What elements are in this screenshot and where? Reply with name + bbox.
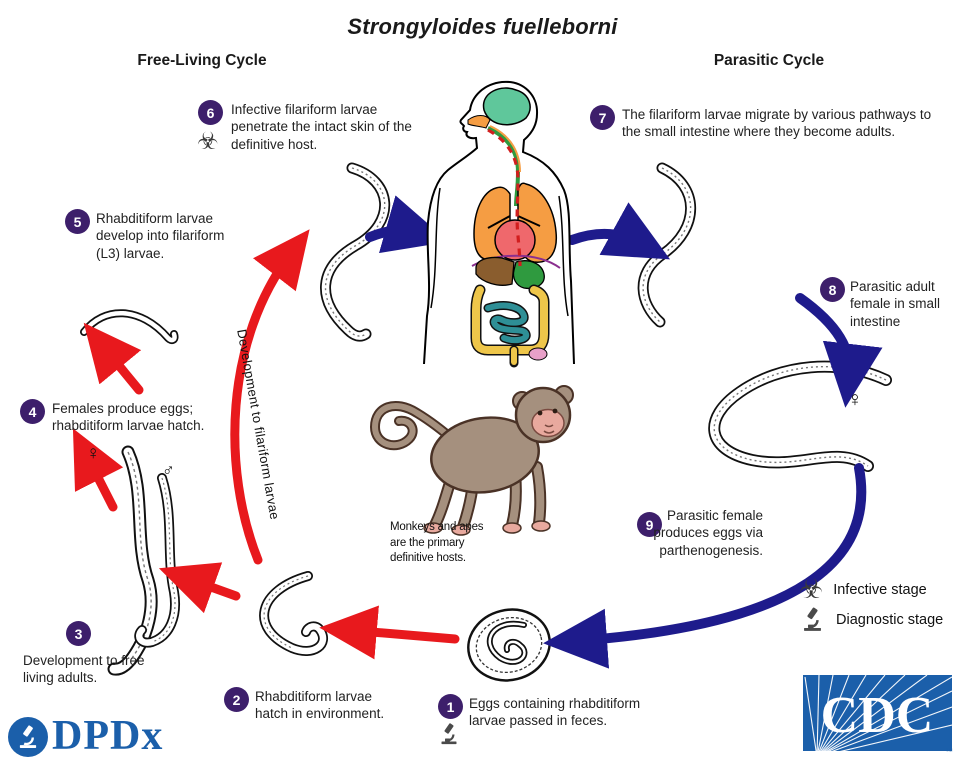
step-9-badge: 9	[637, 512, 662, 537]
legend-diagnostic: Diagnostic stage	[799, 606, 943, 633]
red-arrow-step4-to-step5	[83, 322, 144, 395]
step-9-text: Parasitic female produces eggs via parth…	[653, 508, 763, 558]
blue-arrow-larva-to-human	[365, 195, 449, 254]
step-6-badge: 6	[198, 100, 223, 125]
legend-infective: ☣ Infective stage	[799, 576, 927, 603]
step-3-badge: 3	[66, 621, 91, 646]
step-7-badge: 7	[590, 105, 615, 130]
egg-with-larva	[467, 608, 551, 682]
male-symbol: ♂	[162, 461, 175, 480]
free-living-cycle-header: Free-Living Cycle	[137, 52, 267, 69]
human-torso-illustration	[423, 80, 575, 368]
free-living-male-worm	[134, 473, 180, 648]
dpdx-wordmark: DPDx	[52, 713, 164, 760]
dpdx-microscope-icon	[8, 717, 48, 757]
step-8-text: Parasitic adult female in small intestin…	[850, 279, 941, 329]
filariform-larva-step6	[320, 162, 391, 342]
blue-arrow-human-to-step7	[567, 202, 671, 260]
blue-arrow-step7-to-step8	[795, 293, 883, 408]
blue-arrow-step8-to-egg	[543, 463, 867, 669]
step-4-text: Females produce eggs; rhabditiform larva…	[52, 401, 205, 434]
rhabditiform-larva-step2	[259, 571, 328, 656]
svg-text:CDC: CDC	[821, 687, 934, 744]
free-living-female-worm	[107, 445, 158, 676]
step-8-badge: 8	[820, 277, 845, 302]
cdc-trademark: ™	[945, 747, 953, 756]
microscope-icon	[437, 722, 461, 751]
legend-diagnostic-label: Diagnostic stage	[836, 611, 944, 628]
red-arrow-development-to-filariform	[230, 229, 310, 565]
parasitic-cycle-header: Parasitic Cycle	[713, 52, 825, 69]
biohazard-icon: ☣	[799, 574, 824, 604]
filariform-larva-step7	[637, 162, 697, 328]
female-symbol: ♀	[86, 443, 101, 464]
rhabditiform-larva-step5	[80, 309, 179, 345]
monkey-caption: Monkeys and apes are the primary definit…	[390, 521, 484, 565]
cdc-logo[interactable]: CDC ™	[803, 675, 953, 756]
red-arrow-adults-to-step4	[72, 428, 124, 512]
microscope-icon	[799, 606, 826, 633]
legend-infective-label: Infective stage	[833, 581, 927, 598]
step-5-text: Rhabditiform larvae develop into filarif…	[96, 211, 225, 261]
step-4-badge: 4	[20, 399, 45, 424]
step-2-text: Rhabditiform larvae hatch in environment…	[255, 689, 385, 722]
female-symbol-parasitic: ♀	[847, 388, 863, 411]
parasitic-adult-female-worm	[708, 360, 892, 472]
dpdx-logo[interactable]: DPDx	[8, 713, 164, 760]
step-6-text: Infective filariform larvae penetrate th…	[231, 102, 412, 152]
red-arrow-egg-to-step2	[319, 605, 460, 660]
biohazard-icon: ☣	[197, 128, 219, 155]
diagram-title: Strongyloides fuelleborni	[347, 14, 618, 39]
step-1-text: Eggs containing rhabditiform larvae pass…	[469, 696, 641, 729]
step-5-badge: 5	[65, 209, 90, 234]
step-3-text: Development to free living adults.	[23, 653, 145, 686]
step-1-badge: 1	[438, 694, 463, 719]
monkey-illustration	[369, 385, 574, 536]
step-2-badge: 2	[224, 687, 249, 712]
step-7-text: The filariform larvae migrate by various…	[622, 107, 932, 140]
red-arrow-step2-to-adults	[158, 562, 241, 614]
